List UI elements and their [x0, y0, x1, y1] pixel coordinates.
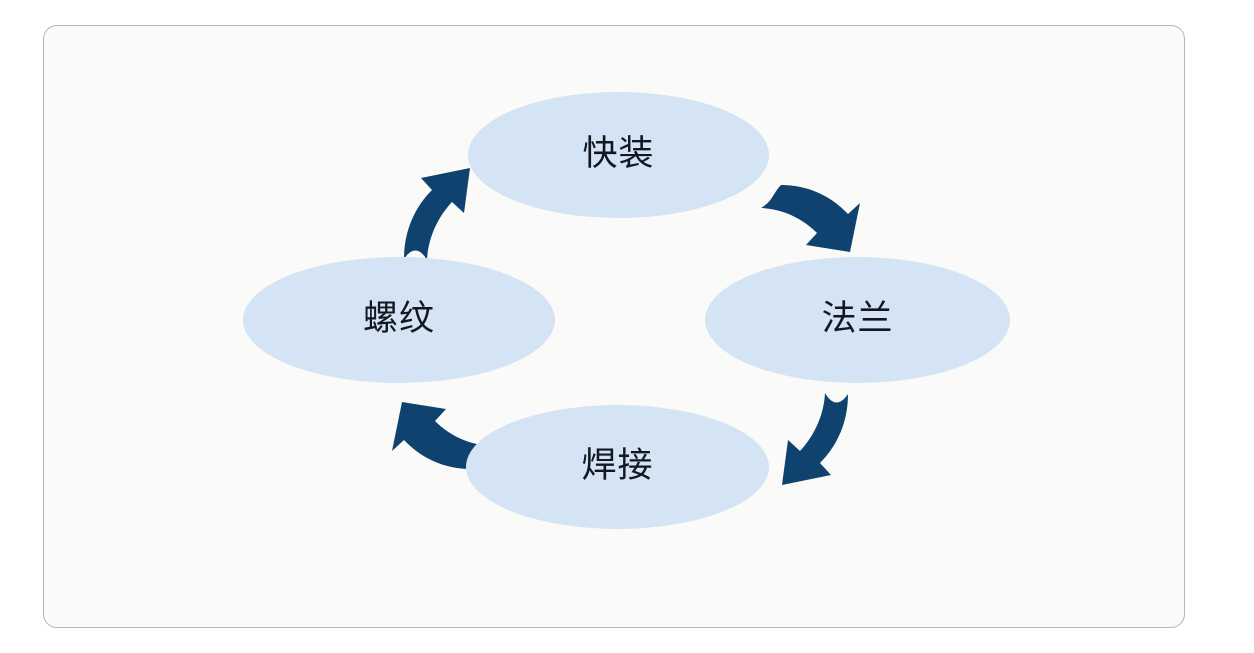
arrow-top-left-icon: [404, 168, 470, 260]
cycle-node-top-label: 快装: [582, 133, 655, 174]
cycle-node-right-label: 法兰: [821, 298, 894, 339]
cycle-node-right[interactable]: 法兰: [705, 257, 1010, 383]
cycle-node-left-label: 螺纹: [362, 298, 435, 339]
cycle-node-bottom[interactable]: 焊接: [466, 405, 769, 529]
cycle-node-top[interactable]: 快装: [468, 92, 769, 218]
arrow-top-right-icon: [761, 185, 860, 252]
cycle-node-bottom-label: 焊接: [581, 445, 654, 486]
cycle-node-left[interactable]: 螺纹: [243, 257, 555, 383]
arrow-bottom-right-icon: [782, 393, 848, 485]
